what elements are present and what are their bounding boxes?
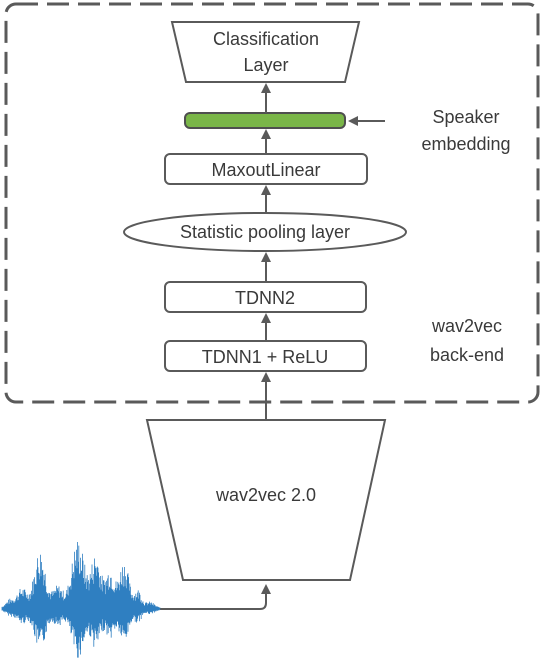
wav2vec-label: wav2vec 2.0 [215, 485, 316, 505]
classification-layer: Classification Layer [170, 21, 361, 83]
tdnn2-label: TDNN2 [235, 288, 295, 308]
pooling-label: Statistic pooling layer [180, 222, 350, 242]
classification-label-line2: Layer [243, 55, 288, 75]
backend-label-line2: back-end [430, 345, 504, 365]
speaker-embedding-bar [184, 112, 346, 129]
tdnn1-relu-box: TDNN1 + ReLU [164, 340, 367, 372]
statistic-pooling-ellipse: Statistic pooling layer [123, 212, 407, 252]
audio-waveform [1, 542, 161, 658]
tdnn2-box: TDNN2 [164, 281, 367, 313]
maxout-linear-box: MaxoutLinear [164, 153, 368, 185]
speaker-label-line1: Speaker [432, 107, 499, 127]
backend-container [4, 2, 540, 404]
maxout-label: MaxoutLinear [211, 160, 320, 180]
speaker-label-line2: embedding [421, 134, 510, 154]
wav2vec-encoder: wav2vec 2.0 [145, 419, 387, 581]
backend-label-line1: wav2vec [431, 316, 502, 336]
arrow-waveform-to-wav2vec [160, 584, 271, 610]
tdnn1-label: TDNN1 + ReLU [202, 347, 329, 367]
classification-label-line1: Classification [213, 29, 319, 49]
waveform-trace [1, 542, 161, 658]
